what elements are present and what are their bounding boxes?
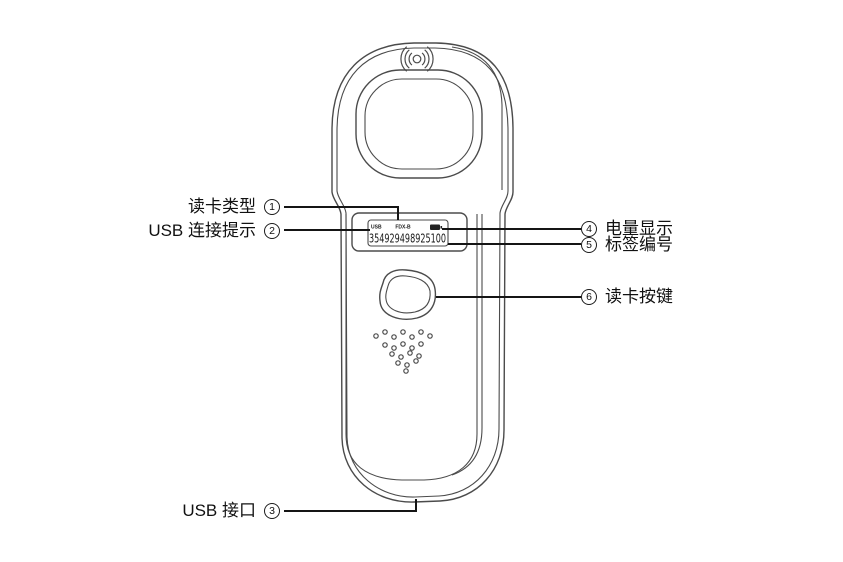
display-tag-id: 354929498925100 bbox=[369, 231, 446, 246]
speaker-grille-icon bbox=[373, 329, 433, 374]
leader-line-1-card-type bbox=[284, 206, 399, 220]
callout-card-type: 读卡类型 1 bbox=[100, 196, 280, 218]
display-screen bbox=[367, 219, 449, 247]
display-chip-type: FDX-B bbox=[395, 225, 411, 231]
callout-usb-indicator-label: USB 连接提示 bbox=[148, 221, 256, 240]
read-button-outer bbox=[379, 269, 437, 320]
device-front-face-line bbox=[345, 214, 478, 481]
callout-battery-display-label: 电量显示 bbox=[605, 219, 673, 238]
battery-level-icon bbox=[430, 224, 440, 230]
device-inner-shell-line bbox=[336, 47, 509, 498]
battery-icon-nub bbox=[440, 226, 443, 229]
rfid-signal-icon bbox=[400, 46, 434, 72]
leader-line-3-usb-port bbox=[284, 499, 417, 512]
callout-card-type-label: 读卡类型 bbox=[188, 197, 256, 216]
callout-read-button-label: 读卡按键 bbox=[605, 287, 673, 306]
callout-usb-port-label: USB 接口 bbox=[182, 501, 256, 520]
display-usb-status: USB bbox=[371, 225, 382, 231]
device-body-outline bbox=[331, 42, 514, 503]
callout-usb-indicator: USB 连接提示 2 bbox=[100, 220, 280, 242]
callout-tag-number-label: 标签编号 bbox=[605, 235, 673, 254]
callout-number-6: 6 bbox=[581, 289, 597, 305]
callout-read-button: 6 读卡按键 bbox=[581, 286, 673, 308]
leader-lines bbox=[284, 206, 581, 512]
callout-usb-port: USB 接口 3 bbox=[100, 500, 280, 522]
callout-number-3: 3 bbox=[264, 503, 280, 519]
callout-number-5: 5 bbox=[581, 237, 597, 253]
callout-number-4: 4 bbox=[581, 221, 597, 237]
callout-battery-display: 4 电量显示 bbox=[581, 218, 673, 240]
device-contour-line bbox=[451, 46, 503, 190]
callout-number-2: 2 bbox=[264, 223, 280, 239]
scan-window-outer bbox=[355, 69, 483, 179]
scan-window-inner bbox=[364, 78, 474, 170]
display-content: USB FDX-B 354929498925100 bbox=[369, 224, 446, 246]
display-panel-outer bbox=[351, 212, 468, 252]
callout-tag-number: 5 标签编号 bbox=[581, 234, 673, 256]
device-outer-shell bbox=[331, 42, 514, 503]
callout-number-1: 1 bbox=[264, 199, 280, 215]
read-button-inner bbox=[385, 275, 431, 314]
device-front-face-line2 bbox=[451, 214, 483, 476]
